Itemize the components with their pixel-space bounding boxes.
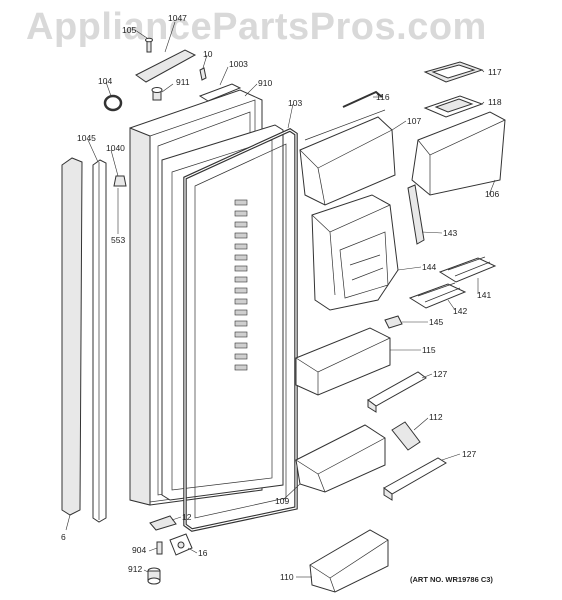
side-trim-strip-inner [92, 159, 107, 523]
ice-tray-141 [438, 256, 497, 283]
callout-6: 6 [61, 532, 66, 542]
liner-rail-stud [234, 309, 248, 316]
callout-10: 10 [203, 49, 213, 59]
callout-553: 553 [111, 235, 125, 245]
callout-12: 12 [182, 512, 192, 522]
liner-rail-stud [234, 199, 248, 206]
bushing-912 [147, 567, 161, 585]
liner-rail-stud [234, 276, 248, 283]
callout-1040: 1040 [106, 143, 125, 153]
callout-144: 144 [422, 262, 436, 272]
bin-front-127-top [367, 371, 427, 413]
liner-rail-stud [234, 342, 248, 349]
hinge-cover-16 [169, 533, 193, 556]
callout-911: 911 [176, 77, 190, 87]
liner-rail-stud [234, 221, 248, 228]
liner-rail-stud [234, 331, 248, 338]
watermark: AppliancePartsPros.com [26, 6, 487, 48]
ice-chute-housing-144 [311, 194, 399, 311]
bin-clip-112 [391, 421, 421, 451]
callout-1045: 1045 [77, 133, 96, 143]
callout-127-top: 127 [433, 369, 447, 379]
door-gasket [183, 128, 298, 532]
callout-118: 118 [488, 97, 502, 107]
callout-16: 16 [198, 548, 208, 558]
ice-tray-142 [408, 282, 467, 309]
callout-112: 112 [429, 412, 443, 422]
top-screw [145, 37, 153, 53]
callout-912: 912 [128, 564, 142, 574]
callout-127-bottom: 127 [462, 449, 476, 459]
art-number: (ART NO. WR19786 C3) [410, 575, 493, 584]
callout-117: 117 [488, 67, 502, 77]
callout-110: 110 [280, 572, 294, 582]
liner-rail-stud [234, 298, 248, 305]
callout-116: 116 [376, 92, 390, 102]
callout-904: 904 [132, 545, 146, 555]
callout-103: 103 [288, 98, 302, 108]
latch-145 [384, 315, 403, 329]
callout-107: 107 [407, 116, 421, 126]
door-bin-110 [309, 529, 389, 593]
dispenser-frame-118 [423, 95, 484, 118]
callout-141: 141 [477, 290, 491, 300]
shelf-shade-106 [411, 111, 506, 196]
side-bracket-143 [407, 184, 425, 245]
hinge-screw [151, 87, 163, 101]
liner-rail-stud [234, 232, 248, 239]
door-inner-liner [161, 124, 284, 501]
callout-106: 106 [485, 189, 499, 199]
liner-rail-stud [234, 265, 248, 272]
hinge-pin-1040 [113, 175, 127, 187]
callout-143: 143 [443, 228, 457, 238]
callout-145: 145 [429, 317, 443, 327]
liner-rail-stud [234, 287, 248, 294]
callout-910: 910 [258, 78, 272, 88]
leader-lines [65, 21, 496, 578]
bin-front-127-bottom [383, 457, 447, 501]
callout-142: 142 [453, 306, 467, 316]
callout-104: 104 [98, 76, 112, 86]
callout-1047: 1047 [168, 13, 187, 23]
door-top-cap [135, 49, 242, 102]
callout-labels: 105 1047 10 1003 104 911 910 103 1045 10… [61, 13, 502, 584]
bottom-hinge-bracket [149, 515, 177, 531]
door-bin-115 [295, 327, 391, 396]
bin-rail-116 [342, 90, 383, 108]
liner-rail-stud [234, 254, 248, 261]
callout-109: 109 [275, 496, 289, 506]
door-bin-109 [295, 424, 386, 493]
door-pin [199, 67, 207, 81]
liner-rail-stud [234, 320, 248, 327]
callout-115: 115 [422, 345, 436, 355]
hinge-bushing [103, 94, 123, 112]
liner-rail-stud [234, 364, 248, 371]
dispenser-cover-117 [423, 61, 484, 83]
side-trim-strip-long [61, 157, 83, 516]
liner-rail-stud [234, 353, 248, 360]
callout-1003: 1003 [229, 59, 248, 69]
liner-rail-stud [234, 243, 248, 250]
callout-105: 105 [122, 25, 136, 35]
door-bin-107 [299, 109, 396, 206]
liner-rail-stud [234, 210, 248, 217]
screw-904 [156, 541, 163, 555]
